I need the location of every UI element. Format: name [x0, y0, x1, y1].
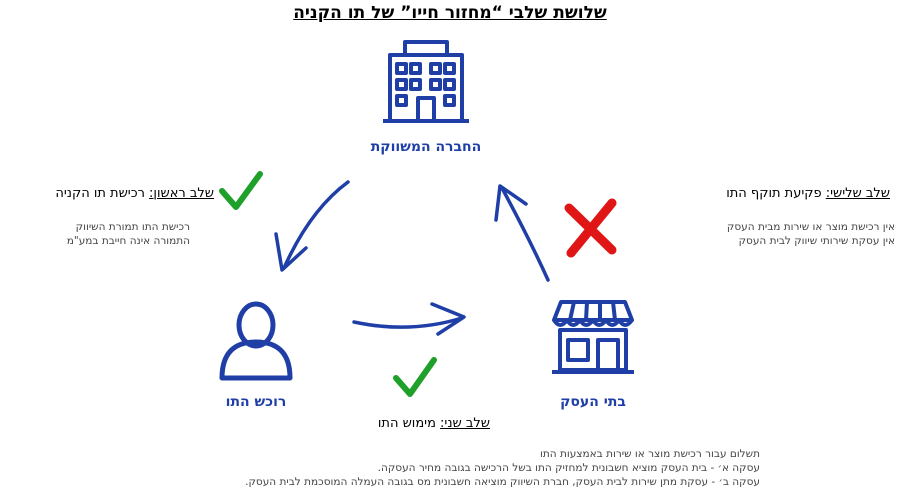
- arrow-icon: [274, 180, 550, 336]
- stage-first-label: שלב ראשון:: [149, 186, 214, 201]
- stage-second-line: עסקה א׳ - בית העסק מוציא חשבונית למחזיק …: [377, 462, 760, 474]
- stage-second-name: מימוש התו: [377, 416, 436, 431]
- stage-first-text: רכישת התו תמורת השיווק התמורה אינה חייבת…: [0, 220, 190, 248]
- node-business-label: בתי העסק: [560, 394, 626, 410]
- stage-third-name: פקיעת תוקף התו: [726, 186, 822, 201]
- stage-first-line: רכישת התו תמורת השיווק: [75, 221, 190, 233]
- building-icon: [383, 40, 469, 123]
- cross-icon: [564, 198, 617, 258]
- stage-second-line: עסקה ב׳ - עסקת מתן שירות לבית העסק, חברת…: [245, 476, 760, 488]
- stage-third-line: אין רכישת מוצר או שירות מבית העסק: [726, 221, 895, 233]
- stage-third-title: שלב שלישי: פקיעת תוקף התו: [650, 186, 890, 201]
- stage-second-label: שלב שני:: [440, 416, 490, 431]
- stage-first-line: התמורה אינה חייבת במע"מ: [66, 235, 190, 247]
- stage-second-line: תשלום עבור רכישת מוצר או שירות באמצעות ה…: [539, 448, 760, 460]
- person-icon: [219, 301, 293, 381]
- stage-third-line: אין עסקת שירותי שיווק לבית העסק: [738, 235, 895, 247]
- stage-first-name: רכישת תו הקניה: [55, 186, 145, 201]
- stage-second-title: שלב שני: מימוש התו: [300, 416, 490, 431]
- node-buyer-label: רוכש התו: [225, 394, 287, 410]
- node-company-label: החברה המשווקת: [370, 139, 482, 155]
- diagram-title: שלושת שלבי “מחזור חייו” של תו הקניה: [293, 3, 607, 23]
- store-icon: [552, 300, 634, 374]
- check-icon: [219, 171, 263, 210]
- check-icon: [393, 357, 437, 397]
- stage-third-text: אין רכישת מוצר או שירות מבית העסק אין עס…: [650, 220, 895, 248]
- stage-first-title: שלב ראשון: רכישת תו הקניה: [0, 186, 214, 201]
- stage-third-label: שלב שלישי:: [825, 186, 890, 201]
- stage-second-text: תשלום עבור רכישת מוצר או שירות באמצעות ה…: [60, 447, 760, 489]
